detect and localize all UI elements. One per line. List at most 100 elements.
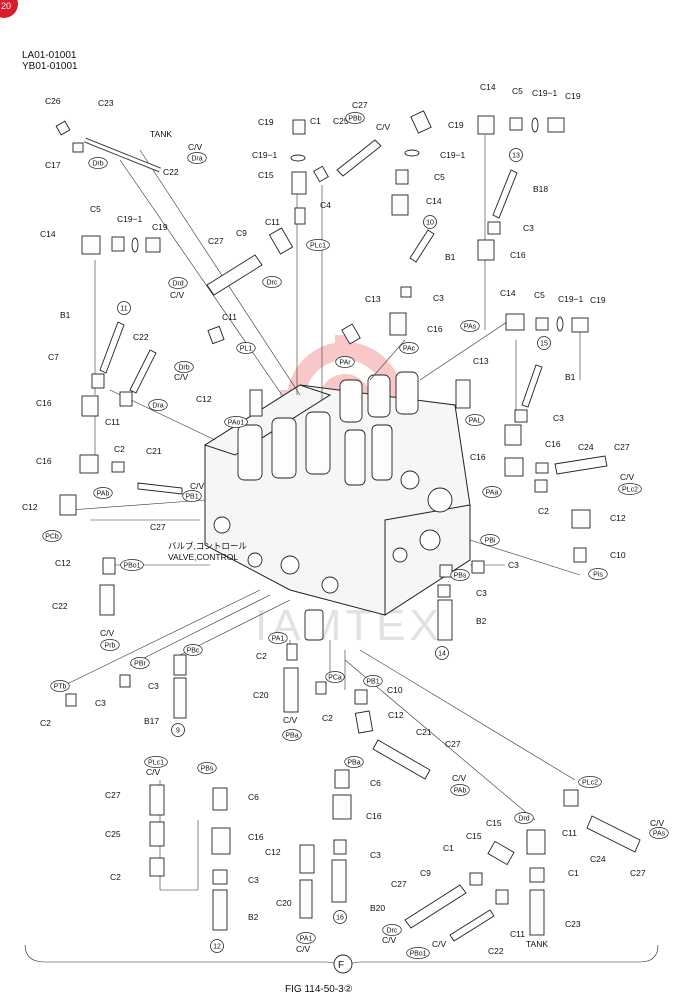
label-c14-c: C14 bbox=[480, 82, 496, 92]
circled-number-text: 11 bbox=[120, 306, 127, 313]
label-c23-b: C23 bbox=[565, 919, 581, 929]
label-c12-f: C12 bbox=[265, 847, 281, 857]
label-c19-1-c: C19−1 bbox=[532, 88, 558, 98]
label-c19-1-b: C19−1 bbox=[440, 150, 466, 160]
port-tag-pbb: PBb bbox=[345, 112, 365, 124]
label-c11-d: C11 bbox=[562, 828, 577, 838]
corner-badge-text: 20 bbox=[1, 1, 11, 11]
port-tag-plc2-b: PLc2 bbox=[578, 776, 602, 788]
label-c6-a: C6 bbox=[248, 792, 259, 802]
port-tag-text: PAo1 bbox=[228, 420, 245, 427]
label-c14-d: C14 bbox=[40, 229, 56, 239]
circled-number-text: 15 bbox=[540, 341, 548, 348]
label-c3-a: C3 bbox=[433, 293, 444, 303]
port-tag-text: PAc bbox=[403, 346, 416, 353]
port-tag-text: PBc bbox=[187, 648, 200, 655]
valve-label-jp: バルブ,コントロール bbox=[168, 541, 247, 551]
port-tag-text: PBi bbox=[485, 538, 496, 545]
fittings bbox=[55, 110, 641, 942]
port-tag-pac: PAc bbox=[399, 342, 419, 354]
port-tag-text: PAs bbox=[464, 324, 477, 331]
port-tag-text: PAr bbox=[339, 360, 351, 367]
port-tag-drc-b: Drc bbox=[382, 924, 402, 936]
label-c9-b: C9 bbox=[420, 868, 431, 878]
label-c21-b: C21 bbox=[416, 727, 432, 737]
label-c2-b: C2 bbox=[538, 506, 549, 516]
label-cv-k: C/V bbox=[650, 818, 665, 828]
label-c16-f: C16 bbox=[36, 456, 52, 466]
port-tag-text: PLc2 bbox=[622, 487, 638, 494]
label-c19-e: C19 bbox=[590, 295, 606, 305]
port-tag-text: PAb bbox=[454, 788, 467, 795]
circled-number-11: 11 bbox=[117, 301, 131, 315]
label-c6-b: C6 bbox=[370, 778, 381, 788]
port-tag-text: PTb bbox=[54, 684, 67, 691]
label-c27-c: C27 bbox=[150, 522, 166, 532]
port-tag-text: PBs bbox=[454, 573, 467, 580]
label-c12-c: C12 bbox=[610, 513, 626, 523]
label-c2-a: C2 bbox=[114, 444, 125, 454]
circled-number-text: 16 bbox=[336, 915, 344, 922]
label-c9-a: C9 bbox=[236, 228, 247, 238]
label-c5-b: C5 bbox=[434, 172, 445, 182]
label-c19-c: C19 bbox=[565, 91, 581, 101]
label-c1-a: C1 bbox=[310, 116, 321, 126]
port-tag-text: PCa bbox=[328, 675, 342, 682]
port-tag-text: PBo1 bbox=[409, 951, 426, 958]
label-c11-b: C11 bbox=[105, 417, 120, 427]
label-c3-i: C3 bbox=[248, 875, 259, 885]
label-c15-a: C15 bbox=[258, 170, 274, 180]
label-c12-e: C12 bbox=[388, 710, 404, 720]
port-tag-pbs-b: PBs bbox=[197, 762, 217, 774]
port-tag-text: PB1 bbox=[185, 494, 198, 501]
circled-number-10: 10 bbox=[423, 215, 437, 229]
port-tag-pab: PAb bbox=[93, 487, 113, 499]
port-tag-paa: PAa bbox=[482, 486, 502, 498]
label-c15-c: C15 bbox=[466, 831, 482, 841]
port-tag-pbi: PBi bbox=[480, 534, 500, 546]
port-tag-drd: Drd bbox=[168, 277, 188, 289]
label-c10-a: C10 bbox=[610, 550, 626, 560]
label-cv-d: C/V bbox=[190, 481, 205, 491]
label-c14-b: C14 bbox=[426, 196, 442, 206]
circled-number-text: 10 bbox=[426, 220, 434, 227]
label-c23-top: C23 bbox=[98, 98, 114, 108]
port-tag-text: PLc1 bbox=[310, 243, 326, 250]
port-tag-text: Dra bbox=[191, 156, 202, 163]
label-c21-a: C21 bbox=[146, 446, 162, 456]
label-cv-top: C/V bbox=[188, 142, 203, 152]
label-b20: B20 bbox=[370, 903, 385, 913]
port-tag-text: PAb bbox=[97, 491, 110, 498]
label-c22-d: C22 bbox=[488, 946, 504, 956]
port-tag-pab-b: PAb bbox=[450, 784, 470, 796]
port-tag-text: PA1 bbox=[300, 936, 313, 943]
label-cv-g: C/V bbox=[283, 715, 298, 725]
label-c2-e: C2 bbox=[322, 713, 333, 723]
label-c19-d: C19 bbox=[152, 222, 168, 232]
port-tag-plc1-b: PLc1 bbox=[144, 756, 168, 768]
label-cv-c: C/V bbox=[174, 372, 189, 382]
label-c16-e: C16 bbox=[545, 439, 561, 449]
label-c22-top: C22 bbox=[163, 167, 179, 177]
label-c4: C4 bbox=[320, 200, 331, 210]
port-tag-text: PLc1 bbox=[148, 760, 164, 767]
label-c22-b: C22 bbox=[133, 332, 149, 342]
label-c27-g: C27 bbox=[630, 868, 646, 878]
circled-number-15: 15 bbox=[537, 336, 551, 350]
port-tag-pa1-b: PA1 bbox=[296, 932, 316, 944]
label-c3-f: C3 bbox=[476, 588, 487, 598]
port-tag-prb: Prb bbox=[100, 639, 120, 651]
label-cv-i: C/V bbox=[146, 767, 161, 777]
port-tag-text: Drd bbox=[518, 816, 529, 823]
port-tag-text: PL1 bbox=[240, 346, 253, 353]
port-tag-pao1: PAo1 bbox=[224, 416, 248, 428]
label-c25-a: C25 bbox=[333, 116, 349, 126]
label-c24-b: C24 bbox=[590, 854, 606, 864]
port-tag-text: PBa bbox=[285, 733, 298, 740]
label-c5-d: C5 bbox=[90, 204, 101, 214]
circled-number-12: 12 bbox=[210, 939, 224, 953]
label-c16-g: C16 bbox=[470, 452, 486, 462]
label-c2-f: C2 bbox=[110, 872, 121, 882]
part-labels: C26 C23 TANK C/V C17 C22 C19 C1 C25 C27 … bbox=[22, 82, 665, 956]
